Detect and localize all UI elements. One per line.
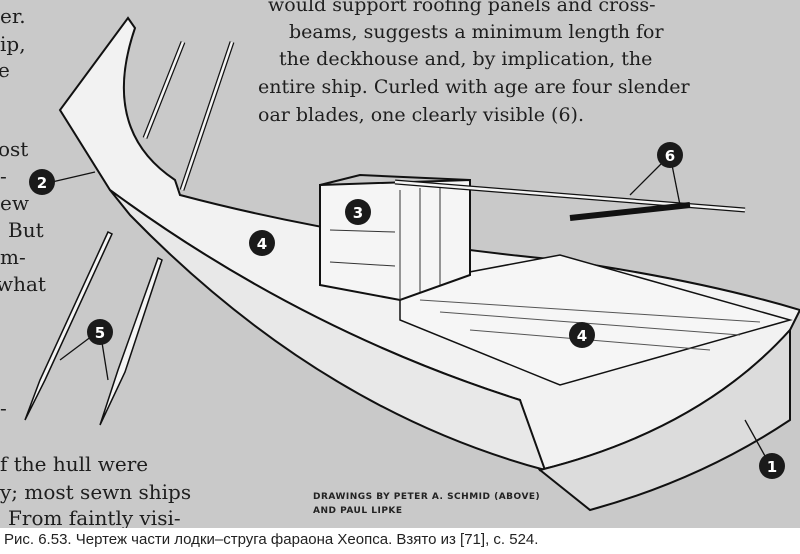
left-fragment: - (0, 396, 7, 420)
drawing-credit: AND PAUL LIPKE (313, 506, 403, 516)
left-fragment: m- (0, 245, 26, 269)
left-fragment: er. (0, 4, 26, 28)
callout-badges: 2 3 4 4 6 5 1 (29, 142, 785, 479)
article-line: beams, suggests a minimum length for (289, 21, 664, 43)
article-line: oar blades, one clearly visible (6). (258, 104, 584, 126)
svg-text:4: 4 (257, 235, 267, 253)
left-fragment: ost (0, 137, 29, 161)
article-line: the deckhouse and, by implication, the (279, 48, 653, 70)
figure-caption: Рис. 6.53. Чертеж части лодки–струга фар… (4, 531, 539, 548)
left-fragment: ip, (0, 32, 26, 56)
left-fragment: - (0, 164, 7, 188)
left-fragment: e (0, 58, 10, 82)
svg-text:5: 5 (95, 324, 105, 342)
svg-text:2: 2 (37, 174, 47, 192)
article-line: From faintly visi- (8, 506, 181, 528)
left-fragment: what (0, 272, 46, 296)
drawing-credit: DRAWINGS BY PETER A. SCHMID (ABOVE) (313, 492, 541, 502)
article-line: f the hull were (0, 452, 149, 476)
article-line: y; most sewn ships (0, 480, 192, 504)
scanned-illustration: 2 3 4 4 6 5 1 would support roofing pane… (0, 0, 800, 528)
article-line: would support roofing panels and cross- (268, 0, 656, 16)
ship-drawing: 2 3 4 4 6 5 1 (24, 16, 800, 512)
svg-text:4: 4 (577, 327, 587, 345)
svg-text:6: 6 (665, 147, 675, 165)
left-fragment: ew (0, 191, 29, 215)
svg-text:3: 3 (353, 204, 363, 222)
article-line: entire ship. Curled with age are four sl… (258, 76, 690, 98)
left-fragment: But (8, 218, 44, 242)
svg-text:1: 1 (767, 458, 777, 476)
